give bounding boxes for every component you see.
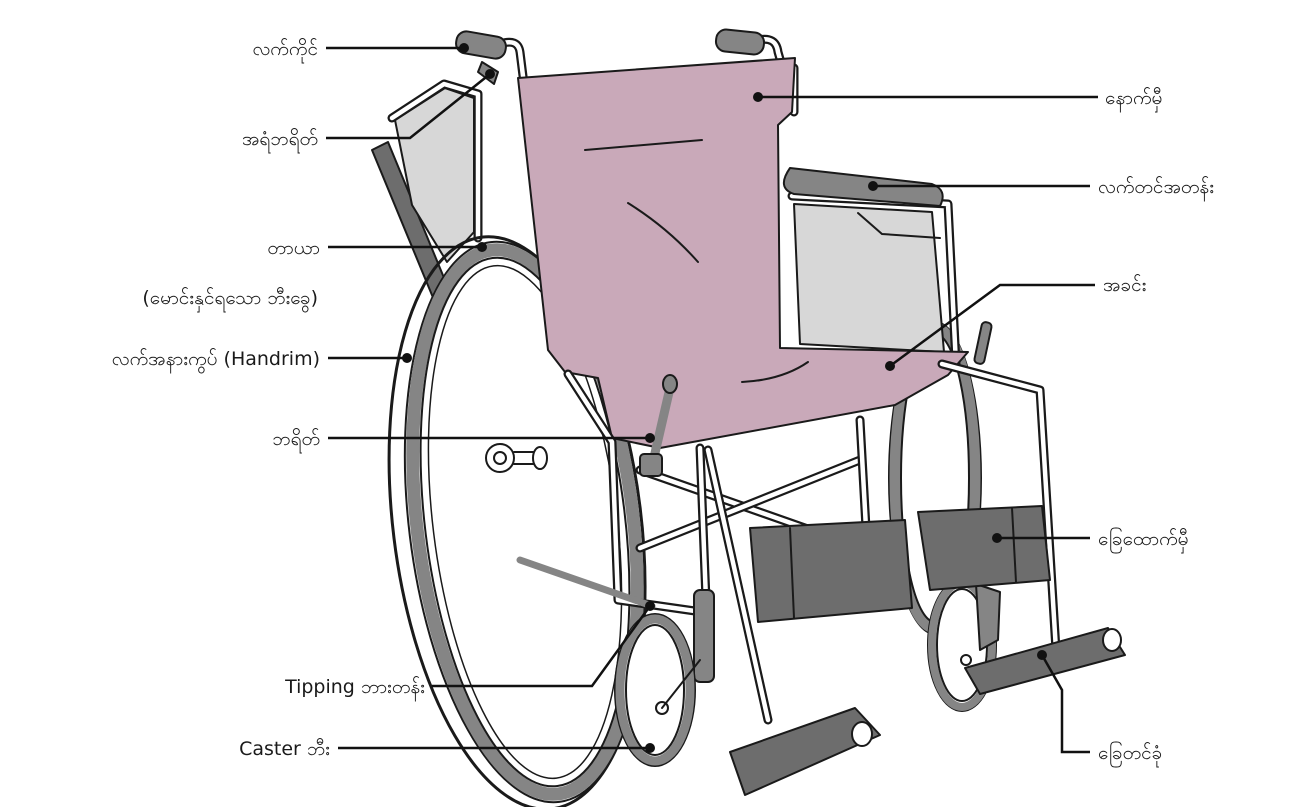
label-tire-note: (မောင်းနှင်ရသော ဘီးခွေ) xyxy=(142,286,318,313)
right-brake-lever xyxy=(974,321,993,364)
label-armrest: လက်တင်အတန်း xyxy=(1098,175,1214,202)
leader-dot-handrim xyxy=(402,353,412,363)
label-brake: ဘရိတ် xyxy=(272,427,320,454)
right-footplate-cap xyxy=(1103,629,1121,651)
leader-dot-caster xyxy=(645,743,655,753)
label-footplate: ခြေတင်ခုံ xyxy=(1098,740,1162,768)
brake-knob xyxy=(663,375,677,393)
label-leg-rest: ခြေထောက်မှီ xyxy=(1098,526,1189,554)
leader-dot-hand-grip xyxy=(459,43,469,53)
axle-cap xyxy=(533,447,547,469)
brake-shoe xyxy=(640,454,662,476)
leader-dot-backrest xyxy=(753,92,763,102)
wheelchair-illustration xyxy=(359,29,1125,807)
left-caster-tire xyxy=(620,619,690,761)
label-backrest: နောက်မှီ xyxy=(1105,86,1162,113)
label-hand-grip: လက်ကိုင် xyxy=(252,37,318,64)
label-handrim: လက်အနားကွပ် (Handrim) xyxy=(112,347,320,374)
leader-dot-assist-brake xyxy=(485,69,495,79)
right-caster-axle xyxy=(961,655,971,665)
right-leg-rest-pad xyxy=(918,506,1050,590)
right-caster-fork xyxy=(976,584,1000,650)
left-caster-fork xyxy=(694,590,714,682)
right-side-guard xyxy=(794,204,944,352)
label-tipping-bar: Tipping ဘားတန်း xyxy=(284,675,425,702)
leader-dot-brake xyxy=(645,433,655,443)
leader-dot-footplate xyxy=(1037,650,1047,660)
leader-dot-tipping-bar xyxy=(645,601,655,611)
left-leg-rest-pad xyxy=(750,520,912,622)
left-footplate-cap xyxy=(852,722,872,746)
leader-dot-leg-rest xyxy=(992,533,1002,543)
label-caster: Caster ဘီး xyxy=(239,737,330,760)
axle-hub-center xyxy=(494,452,506,464)
leader-dot-seat xyxy=(885,361,895,371)
label-tire: တာယာ xyxy=(267,237,320,259)
right-push-handle xyxy=(715,29,765,56)
label-seat: အခင်း xyxy=(1103,273,1147,296)
leader-dot-tire xyxy=(477,242,487,252)
left-footplate xyxy=(730,708,880,795)
leader-dot-armrest xyxy=(868,181,878,191)
label-assist-brake: အရံဘရိတ် xyxy=(242,127,318,154)
